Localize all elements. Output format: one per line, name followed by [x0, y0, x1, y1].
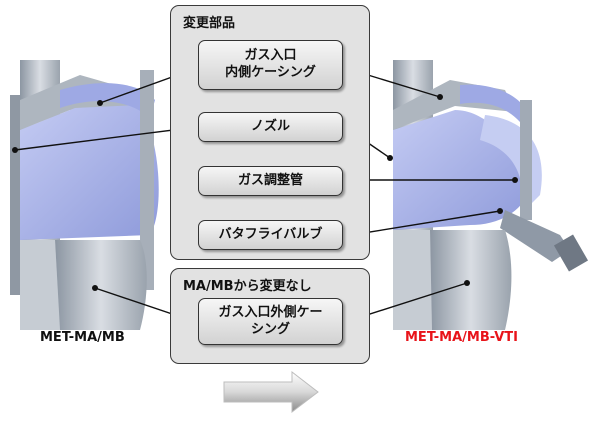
- unchanged-parts-title: MA/MBから変更なし: [183, 279, 312, 294]
- connector-dots: [12, 94, 518, 291]
- right-turbocharger-illustration: [393, 60, 589, 330]
- right-model-label: MET-MA/MB-VTI: [405, 330, 518, 345]
- transition-arrow: [223, 370, 319, 414]
- changed-parts-title: 変更部品: [183, 16, 236, 31]
- part-nozzle: ノズル: [198, 112, 343, 142]
- part-butterfly-valve: バタフライバルブ: [198, 220, 343, 250]
- part-gas-inlet-inner-casing: ガス入口 内側ケーシング: [198, 40, 343, 90]
- left-turbocharger-illustration: [10, 60, 159, 330]
- left-model-label: MET-MA/MB: [40, 330, 125, 345]
- part-gas-inlet-outer-casing: ガス入口外側ケー シング: [198, 298, 343, 345]
- part-gas-adjustment-pipe: ガス調整管: [198, 166, 343, 196]
